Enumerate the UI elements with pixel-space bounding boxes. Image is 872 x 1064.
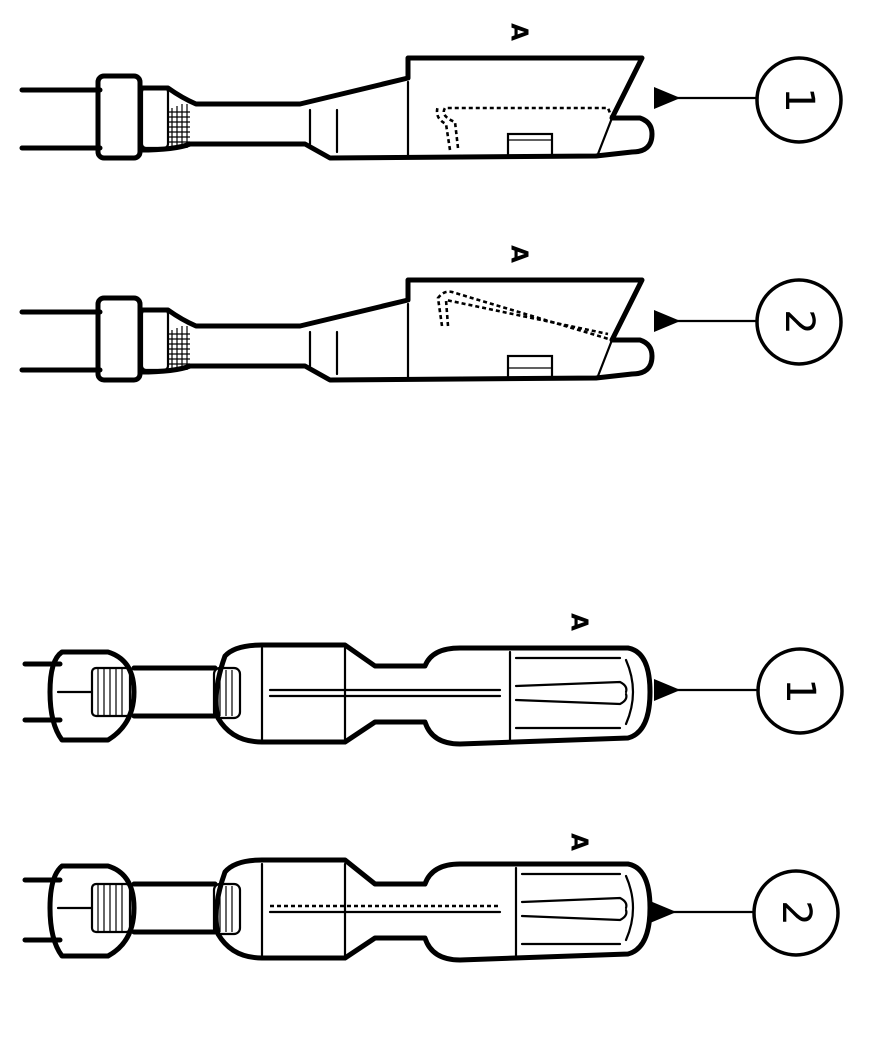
view-marker-a: A: [506, 23, 532, 41]
view-marker-a: A: [566, 613, 592, 631]
top-terminal-1: A: [22, 613, 653, 747]
view-marker-a: A: [566, 833, 592, 851]
view-marker-a: A: [506, 245, 532, 263]
top-terminal-2: A: [22, 833, 653, 963]
callout-number: 1: [777, 678, 823, 703]
callout-number: 2: [773, 900, 819, 925]
callout-number: 1: [776, 87, 822, 112]
callout-2-bottom: 2: [650, 869, 840, 957]
callout-2-top: 2: [654, 278, 843, 366]
callout-circle: [756, 647, 844, 735]
callout-circle: [752, 869, 840, 957]
callout-circle: [755, 56, 843, 144]
callout-1-top: 1: [654, 56, 843, 144]
side-terminal-2: A: [19, 245, 655, 383]
side-terminal-1: A: [19, 23, 655, 161]
callout-circle: [755, 278, 843, 366]
callout-number: 2: [776, 309, 822, 334]
callout-1-bottom: 1: [654, 647, 844, 735]
